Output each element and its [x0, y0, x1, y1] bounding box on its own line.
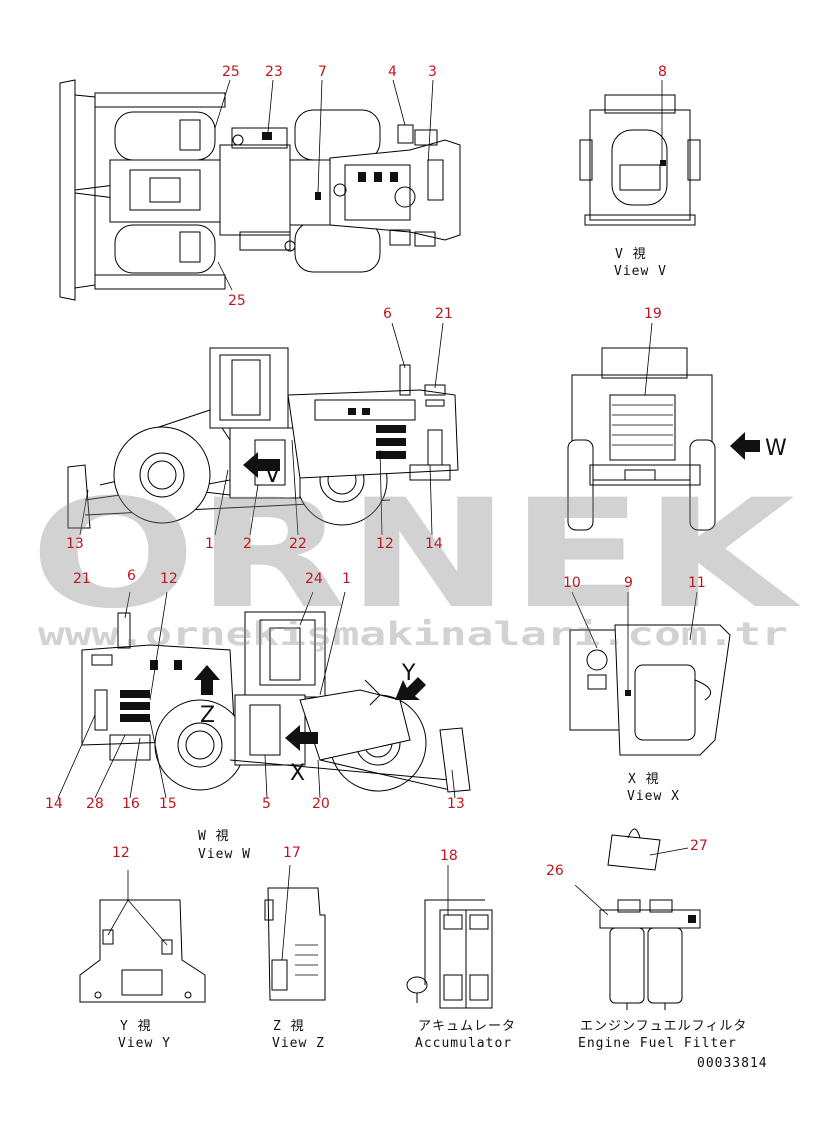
side-view-1-machine [67, 347, 459, 529]
drawing-number: 00033814 [697, 1056, 768, 1071]
callout-20: 20 [312, 796, 330, 812]
callout-10: 10 [563, 575, 581, 591]
view-x-machine [569, 624, 731, 756]
callout-18: 18 [440, 848, 458, 864]
caption-view-v-jp: V 視 [615, 247, 647, 262]
fuel-filter-leaders [574, 847, 689, 916]
callout-6-side2: 6 [127, 568, 136, 584]
callout-12-side2: 12 [160, 571, 178, 587]
caption-view-y-jp: Y 視 [120, 1019, 152, 1034]
callout-2: 2 [243, 536, 252, 552]
caption-view-v-en: View V [614, 264, 667, 279]
caption-view-w-jp: W 視 [198, 829, 230, 844]
top-view-machine [59, 79, 461, 301]
caption-filter-jp: エンジンフュエルフィルタ [580, 1019, 747, 1034]
side-view-1-leaders [79, 322, 444, 536]
callout-15: 15 [159, 796, 177, 812]
view-w-leaders [644, 322, 653, 396]
top-view-leaders [214, 79, 434, 291]
callout-21-side1: 21 [435, 306, 453, 322]
callout-28: 28 [86, 796, 104, 812]
caption-accumulator-jp: アキュムレータ [418, 1019, 516, 1034]
side-view-2-machine [81, 611, 471, 793]
caption-accumulator-en: Accumulator [415, 1036, 512, 1051]
callout-25-top: 25 [222, 64, 240, 80]
caption-view-x-jp: X 視 [628, 772, 660, 787]
callout-3: 3 [428, 64, 437, 80]
callout-6-side1: 6 [383, 306, 392, 322]
view-w-machine [567, 347, 760, 531]
watermark-url: www.ornekişmakinalari.com.tr [38, 615, 788, 653]
view-x-leaders [571, 591, 698, 690]
callout-9: 9 [624, 575, 633, 591]
side-view-2-leaders [57, 591, 456, 799]
fuel-filter-detail [599, 828, 701, 1010]
view-z-leaders [281, 864, 291, 961]
callout-27: 27 [690, 838, 708, 854]
callout-12-view-y: 12 [112, 845, 130, 861]
callout-21-side2: 21 [73, 571, 91, 587]
callout-1-side1: 1 [205, 536, 214, 552]
caption-filter-en: Engine Fuel Filter [578, 1036, 737, 1051]
callout-4: 4 [388, 64, 397, 80]
view-z-letter: Z [200, 703, 215, 728]
callout-16: 16 [122, 796, 140, 812]
view-y-leaders [107, 870, 168, 946]
callout-14-side1: 14 [425, 536, 443, 552]
callout-7: 7 [318, 64, 327, 80]
callout-13-side1: 13 [66, 536, 84, 552]
callout-14-side2: 14 [45, 796, 63, 812]
view-w-letter: W [765, 436, 787, 461]
callout-12-side1: 12 [376, 536, 394, 552]
callout-24: 24 [305, 571, 323, 587]
callout-25-bottom: 25 [228, 293, 246, 309]
callout-labels: 25 23 7 4 3 25 8 6 21 19 13 1 2 22 12 14… [45, 64, 708, 879]
callout-26: 26 [546, 863, 564, 879]
callout-5: 5 [262, 796, 271, 812]
accumulator-detail [406, 899, 493, 1009]
view-x-letter: X [290, 761, 305, 786]
caption-view-w-en: View W [198, 847, 251, 862]
watermark-brand: ORNEK [30, 468, 801, 642]
callout-1-side2: 1 [342, 571, 351, 587]
view-captions: V 視 View V W 視 View W X 視 View X Y 視 Vie… [118, 247, 768, 1071]
view-y-letter: Y [401, 661, 416, 686]
view-v-machine [579, 94, 701, 226]
view-z-detail [264, 887, 326, 1001]
view-y-detail [79, 899, 206, 1003]
callout-17: 17 [283, 845, 301, 861]
callout-11: 11 [688, 575, 706, 591]
callout-13-side2: 13 [447, 796, 465, 812]
callout-8: 8 [658, 64, 667, 80]
callout-19: 19 [644, 306, 662, 322]
caption-view-z-jp: Z 視 [273, 1019, 305, 1034]
caption-view-y-en: View Y [118, 1036, 171, 1051]
callout-23: 23 [265, 64, 283, 80]
view-v-letter: V [265, 463, 280, 488]
callout-22: 22 [289, 536, 307, 552]
caption-view-z-en: View Z [272, 1036, 325, 1051]
caption-view-x-en: View X [627, 789, 680, 804]
